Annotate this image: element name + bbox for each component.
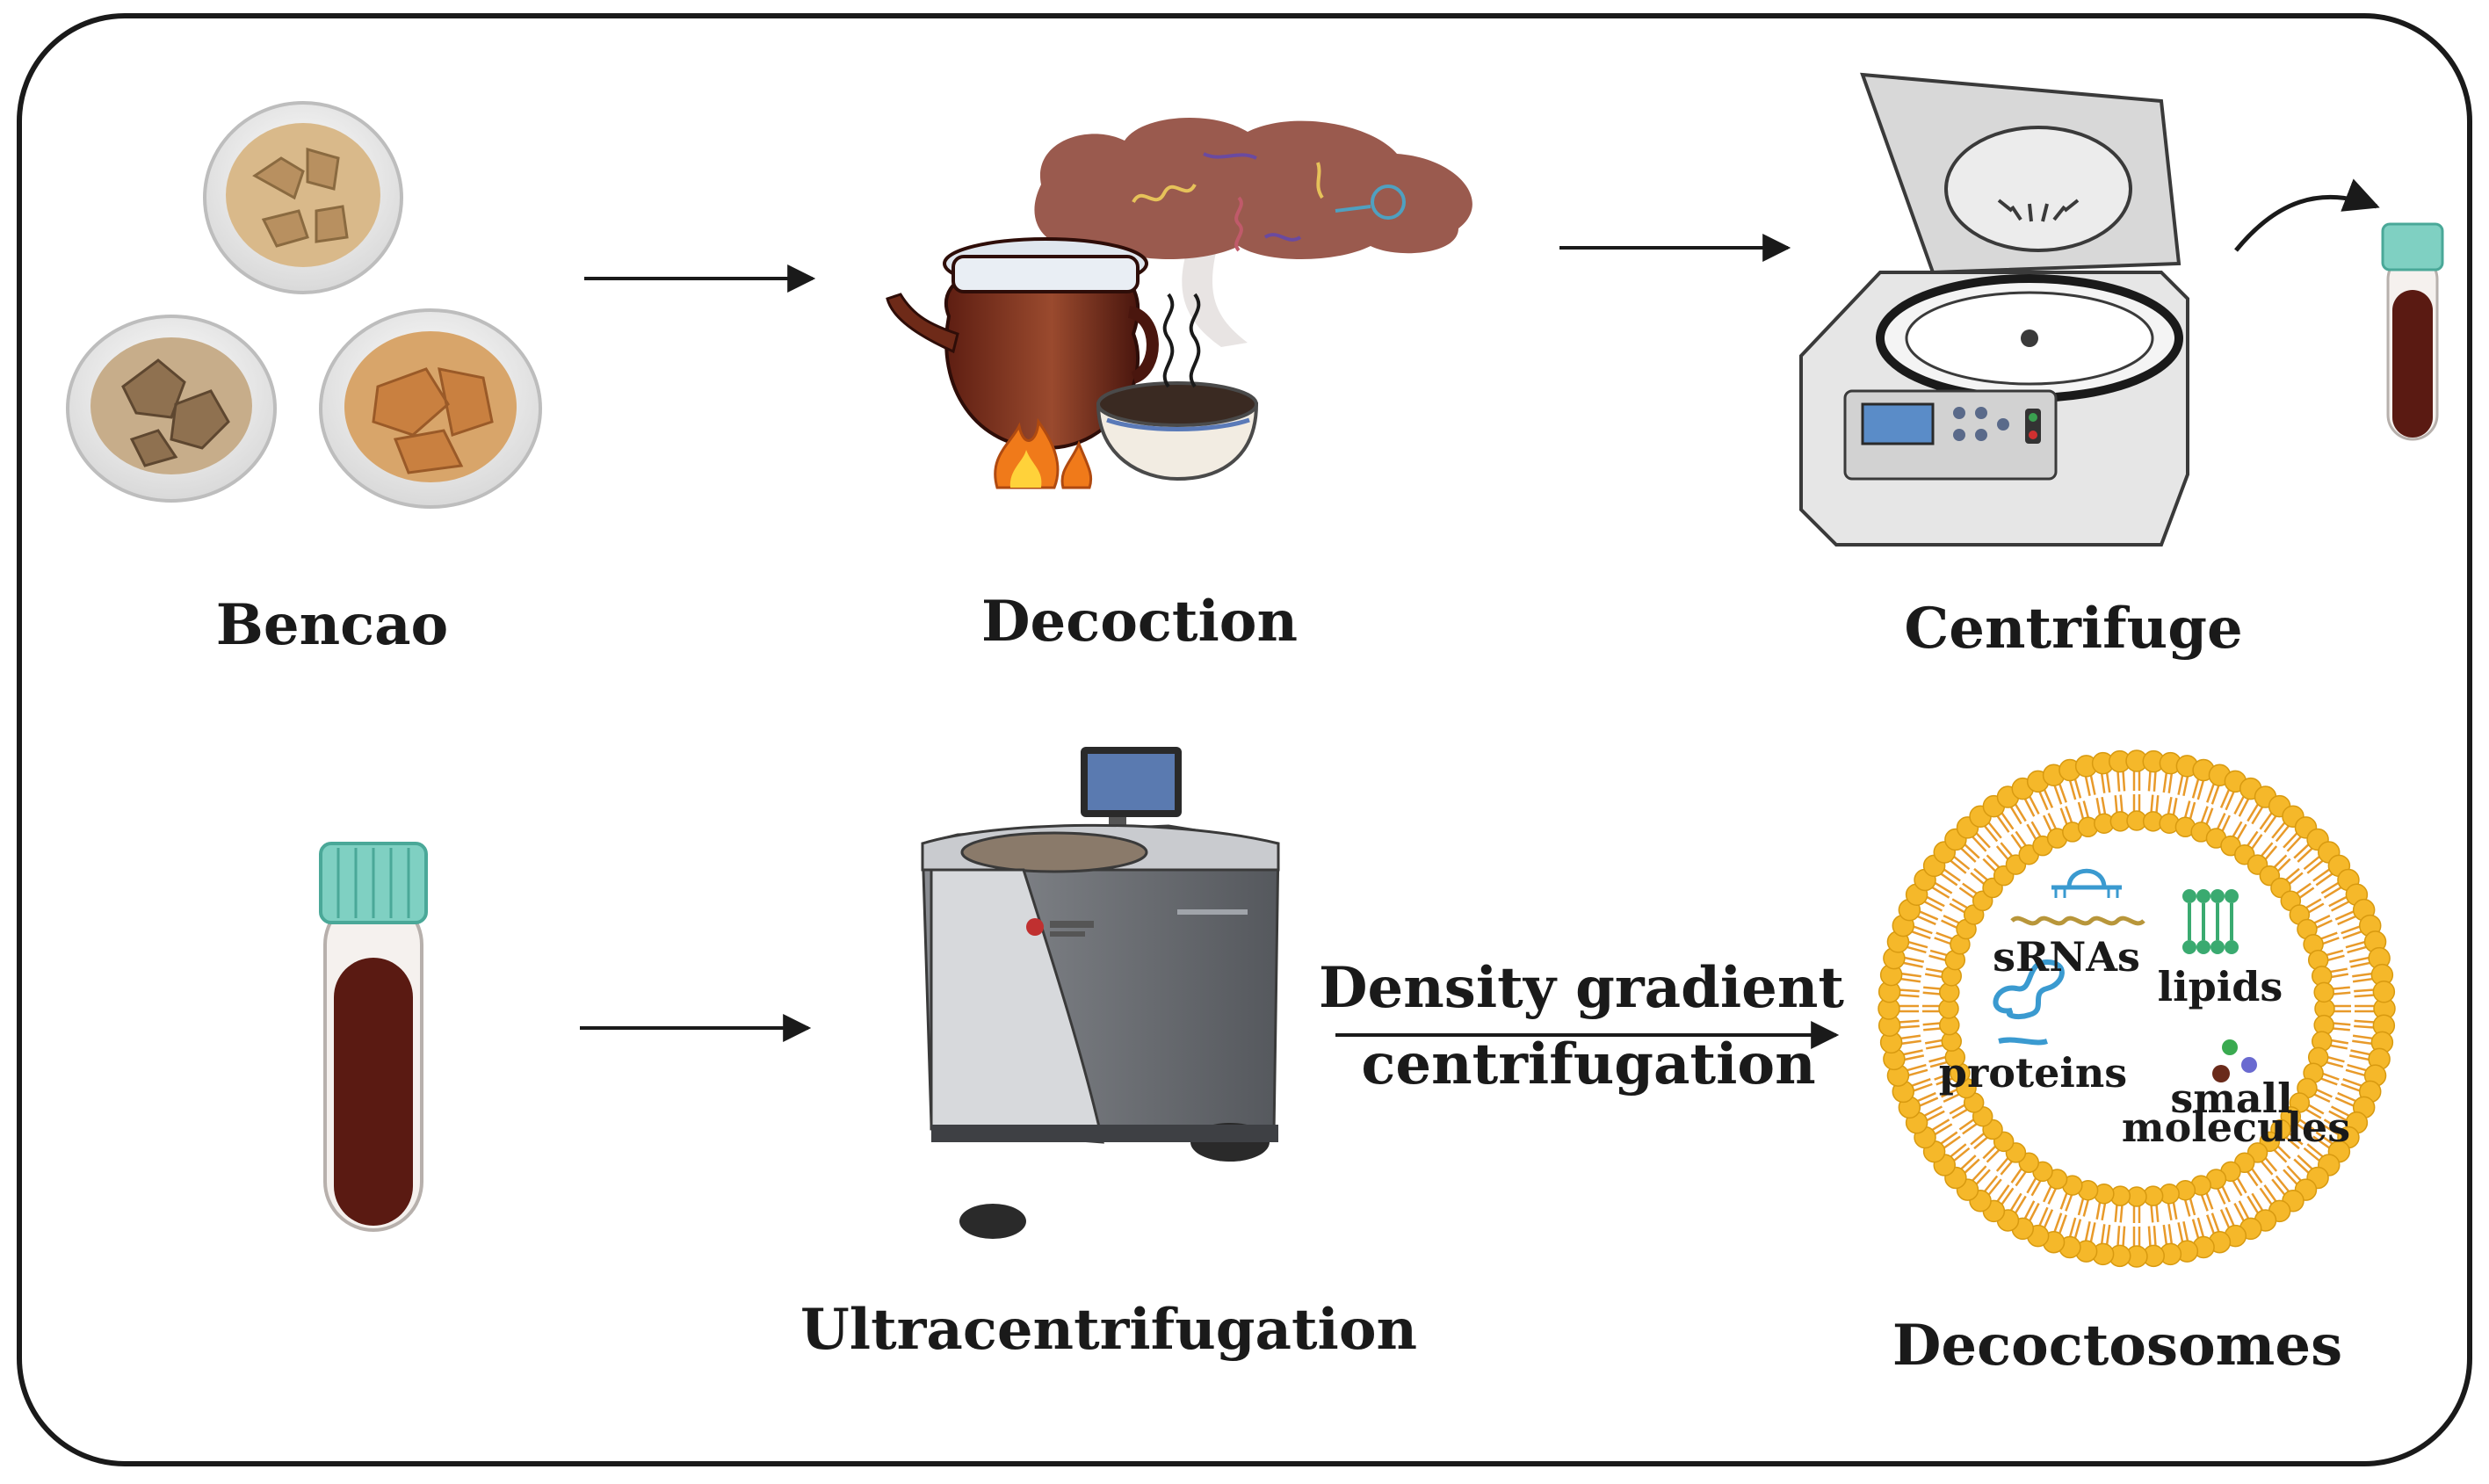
lipid-head — [2372, 981, 2396, 1003]
herb-bowl-top — [203, 101, 403, 294]
arrow-label-line2: centrifugation — [1361, 1032, 1816, 1097]
label-decoction: Decoction — [981, 589, 1298, 655]
label-decoctosomes: Decoctosomes — [1892, 1313, 2343, 1379]
outer-frame — [17, 13, 2472, 1466]
supernatant-tube-large — [319, 842, 428, 1232]
arrow-label-line1: Density gradient — [1319, 955, 1844, 1021]
centrifuge-illustration — [1799, 72, 2189, 547]
teapot-handle — [1127, 306, 1159, 384]
decoctosome-illustration — [1878, 749, 2396, 1268]
cargo-label-srnas: sRNAs — [1993, 933, 2140, 981]
cargo-label-proteins: proteins — [1938, 1049, 2128, 1097]
steam-plume — [1182, 228, 1248, 347]
srna-icon — [2010, 868, 2145, 926]
herb-bowl-left — [66, 315, 277, 503]
lipid-bilayer-icon — [2182, 889, 2239, 954]
centrifuge-display — [1861, 402, 1935, 445]
ultracentrifuge-illustration — [921, 747, 1280, 1239]
supernatant-tube-small — [2381, 222, 2444, 441]
decoction-illustration — [886, 117, 1472, 489]
lipid-head — [2313, 981, 2334, 1003]
label-bencao: Bencao — [215, 592, 449, 658]
bencao-bowls-illustration — [66, 101, 542, 509]
protein-icon — [1993, 959, 2065, 1046]
label-ultracentrifugation: Ultracentrifugation — [800, 1297, 1418, 1363]
small-molecules-icon — [2212, 1039, 2257, 1082]
cargo-label-lipids: lipids — [2157, 963, 2283, 1010]
cargo-label-molecules: molecules — [2121, 1104, 2351, 1151]
label-centrifuge: Centrifuge — [1904, 596, 2243, 662]
tube-cap — [2381, 222, 2444, 271]
herb-bowl-right — [319, 308, 542, 509]
decoction-smoke-cloud — [1034, 117, 1472, 259]
brand-logo-icon — [1026, 918, 1044, 936]
arrow-centrifuge-to-tube — [2234, 178, 2380, 252]
cargo-label-small: small — [2170, 1075, 2293, 1122]
teapot-spout — [886, 293, 959, 354]
